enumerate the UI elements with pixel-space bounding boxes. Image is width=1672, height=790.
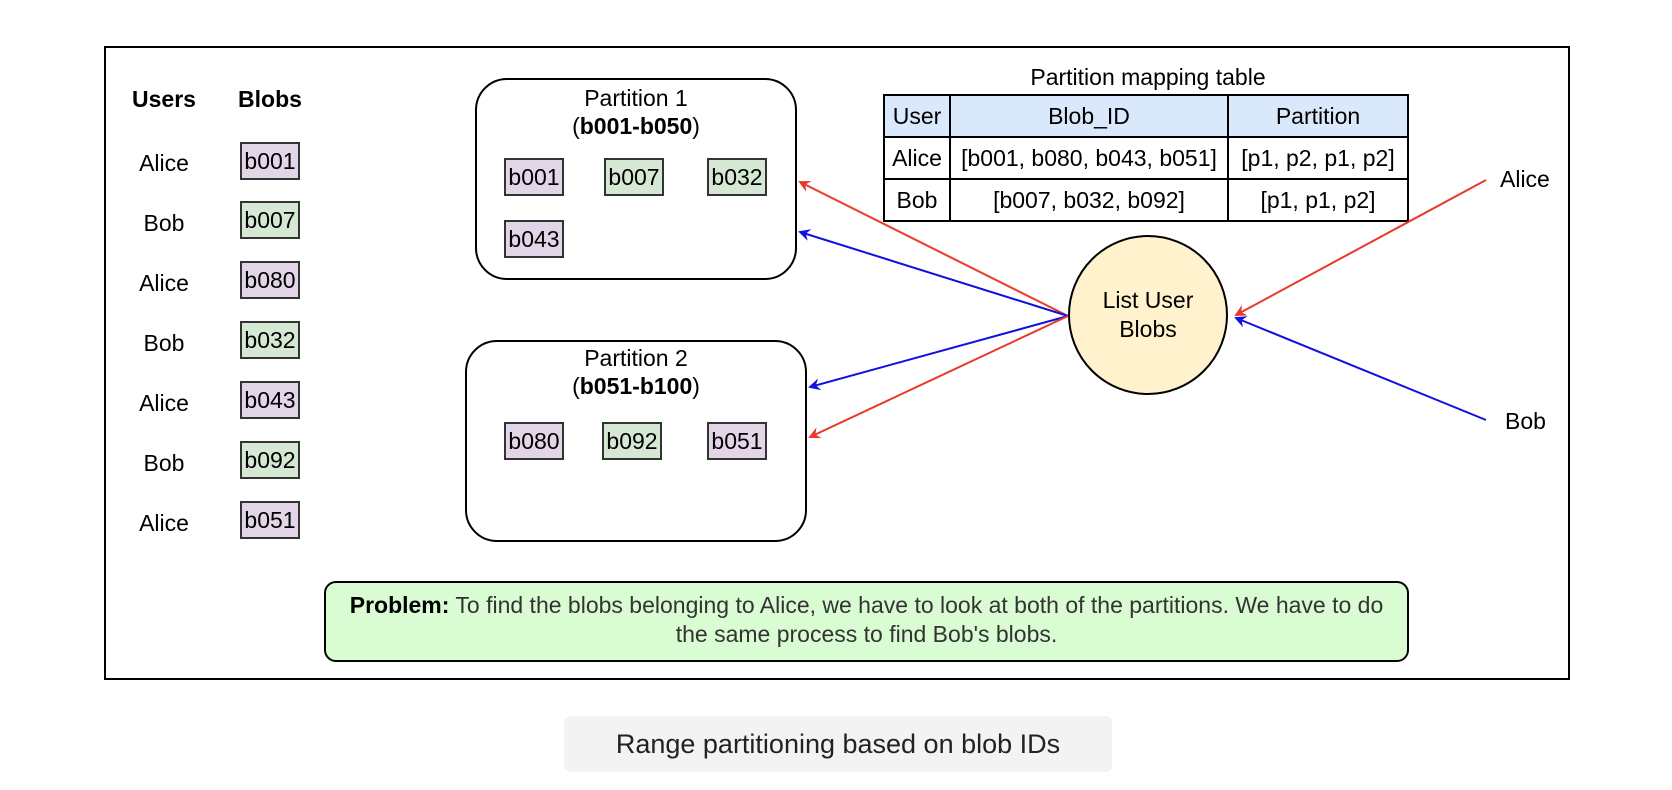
blob-box: b032 <box>707 158 767 196</box>
blob-box: b007 <box>604 158 664 196</box>
table-row: Bob [b007, b032, b092] [p1, p1, p2] <box>883 178 1409 222</box>
blobs-header: Blobs <box>238 86 302 112</box>
table-row: Alice [b001, b080, b043, b051] [p1, p2, … <box>883 136 1409 180</box>
alice-request-arrow <box>1234 179 1487 316</box>
figure-caption: Range partitioning based on blob IDs <box>564 716 1112 772</box>
bob-to-partition-1-arrow <box>798 229 1069 317</box>
user-label: Alice <box>139 510 189 536</box>
blob-box: b001 <box>240 142 300 180</box>
table-cell: Bob <box>883 178 951 222</box>
table-header-cell: User <box>883 94 951 138</box>
partition-1-range: (b001-b050) <box>572 113 700 139</box>
table-cell: [p1, p2, p1, p2] <box>1227 136 1409 180</box>
user-label: Bob <box>143 210 185 236</box>
user-label: Alice <box>139 150 189 176</box>
blob-box: b092 <box>602 422 662 460</box>
blob-box: b043 <box>504 220 564 258</box>
blob-box: b051 <box>707 422 767 460</box>
blob-box: b080 <box>240 261 300 299</box>
partition-1: Partition 1 (b001-b050) b001 b007 b032 b… <box>475 78 797 280</box>
bob-to-partition-2-arrow <box>808 315 1069 391</box>
users-header: Users <box>132 86 196 112</box>
blob-box: b051 <box>240 501 300 539</box>
table-cell: Alice <box>883 136 951 180</box>
client-bob: Bob <box>1505 408 1546 434</box>
blob-box: b043 <box>240 381 300 419</box>
user-label: Alice <box>139 270 189 296</box>
partition-2: Partition 2 (b051-b100) b080 b092 b051 <box>465 340 807 542</box>
alice-to-partition-1-arrow <box>798 181 1069 317</box>
mapping-table: User Blob_ID Partition Alice [b001, b080… <box>883 94 1409 222</box>
table-cell: [b001, b080, b043, b051] <box>949 136 1229 180</box>
service-label-line-2: Blobs <box>1119 316 1177 342</box>
table-cell: [p1, p1, p2] <box>1227 178 1409 222</box>
problem-label: Problem: <box>349 592 450 618</box>
bob-request-arrow <box>1234 316 1487 421</box>
blob-box: b001 <box>504 158 564 196</box>
alice-to-partition-2-arrow <box>808 315 1069 439</box>
table-cell: [b007, b032, b092] <box>949 178 1229 222</box>
service-label-line-1: List User <box>1102 287 1194 313</box>
client-alice: Alice <box>1500 166 1550 192</box>
blob-box: b080 <box>504 422 564 460</box>
blob-box: b007 <box>240 201 300 239</box>
table-header-cell: Partition <box>1227 94 1409 138</box>
user-label: Alice <box>139 390 189 416</box>
problem-note: Problem: To find the blobs belonging to … <box>324 581 1409 662</box>
partition-2-range: (b051-b100) <box>572 373 700 399</box>
user-label: Bob <box>143 330 185 356</box>
partition-1-title: Partition 1 <box>584 85 688 111</box>
mapping-table-caption: Partition mapping table <box>1030 64 1266 90</box>
problem-text: To find the blobs belonging to Alice, we… <box>455 592 1384 647</box>
blob-box: b032 <box>240 321 300 359</box>
blob-box: b092 <box>240 441 300 479</box>
partition-2-title: Partition 2 <box>584 345 688 371</box>
table-header-cell: Blob_ID <box>949 94 1229 138</box>
user-label: Bob <box>143 450 185 476</box>
